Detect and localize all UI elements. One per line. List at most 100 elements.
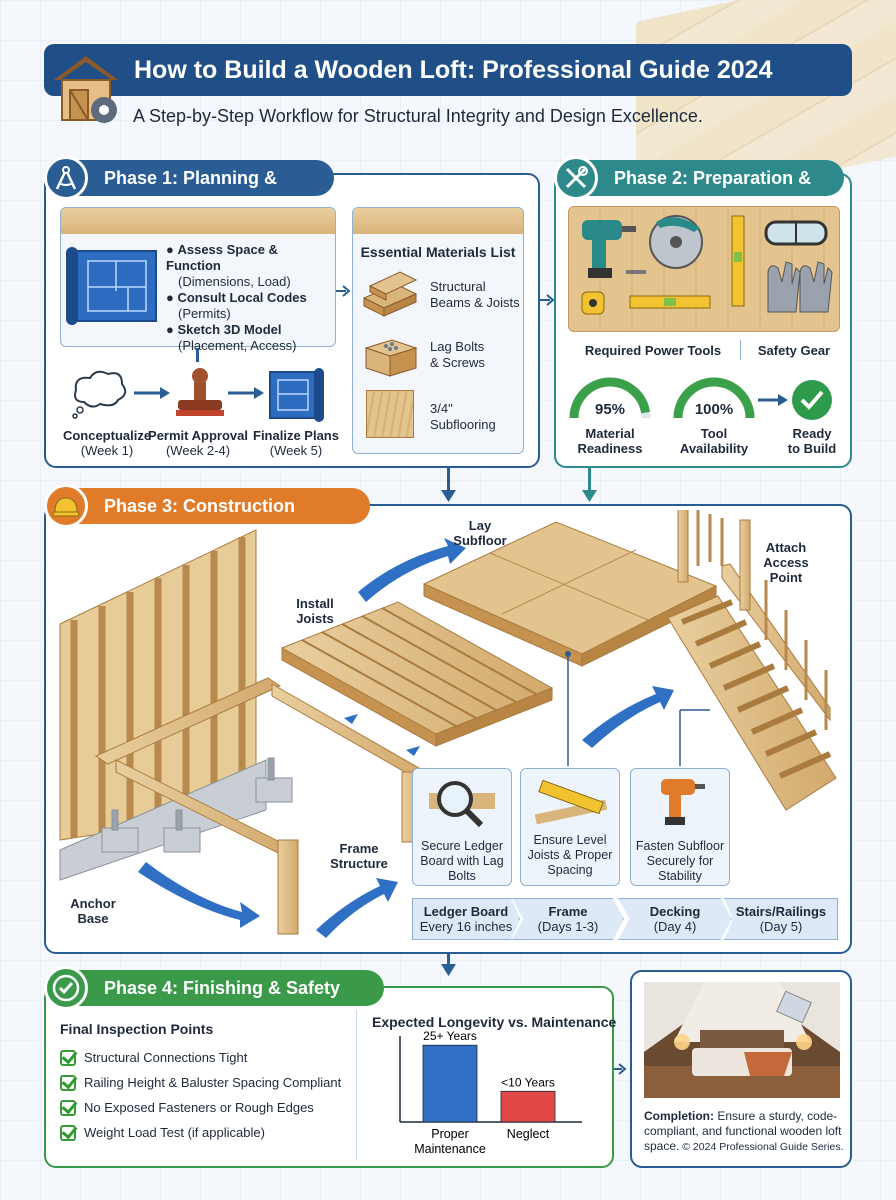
category-label: Proper xyxy=(431,1127,469,1141)
blueprint-icon xyxy=(66,247,157,325)
required-power-tools-label: Required Power Tools xyxy=(584,343,722,358)
flow-arrow xyxy=(196,348,199,362)
timeline-stairs-railings: Stairs/Railings(Day 5) xyxy=(724,898,838,940)
arrow-right-icon xyxy=(134,387,170,399)
checkbox-checked-icon xyxy=(60,1100,76,1116)
inspection-item: Railing Height & Baluster Spacing Compli… xyxy=(60,1075,341,1100)
check-circle-icon xyxy=(44,966,88,1010)
stamp-icon xyxy=(176,368,224,416)
phase2-header: Phase 2: Preparation & Tools xyxy=(558,160,844,224)
inspection-item: Weight Load Test (if applicable) xyxy=(60,1125,341,1150)
bar-data-label: <10 Years xyxy=(501,1075,555,1089)
gauge-value: 100% xyxy=(694,401,734,418)
arrow-right-icon xyxy=(614,1063,627,1075)
divider xyxy=(356,1010,357,1160)
gauge-value: 95% xyxy=(594,401,626,418)
completion-text: Completion: Ensure a sturdy, code-compli… xyxy=(644,1109,844,1153)
step-finalize-plans: Finalize Plans(Week 5) xyxy=(253,428,339,458)
phase4-panel xyxy=(44,986,614,1168)
checkbox-checked-icon xyxy=(60,1050,76,1066)
arrow-down-icon xyxy=(441,964,456,976)
safety-gear-label: Safety Gear xyxy=(757,343,831,358)
bar-data-label: 25+ Years xyxy=(423,1030,477,1043)
construction-illustration xyxy=(59,510,837,938)
arrow-right-icon xyxy=(758,394,788,406)
wood-plank xyxy=(353,208,523,234)
spirit-level-icon xyxy=(629,295,711,309)
subflooring-icon xyxy=(366,390,414,438)
thought-cloud-icon xyxy=(72,370,127,419)
wood-plank xyxy=(61,208,335,234)
planning-tasks-list: ● Assess Space & Function (Dimensions, L… xyxy=(166,242,336,354)
gauge-material-readiness xyxy=(569,377,651,419)
workflow-arrows xyxy=(138,538,674,938)
phase1-header: Phase 1: Planning & Design xyxy=(48,160,334,224)
arrow-down-icon xyxy=(582,490,597,502)
checkmark-circle-icon xyxy=(792,380,832,420)
gauge-tool-availability xyxy=(673,377,755,419)
level-icon xyxy=(731,215,745,307)
power-tools-icon xyxy=(581,215,833,315)
arrow-right-icon xyxy=(336,285,351,297)
task-item: ● Sketch 3D Model xyxy=(166,322,282,337)
category-label: Maintenance xyxy=(414,1142,486,1156)
phase4-title: Phase 4: Finishing & Safety Checks xyxy=(104,978,341,1034)
arrow-right-icon xyxy=(228,387,264,399)
page-subtitle: A Step-by-Step Workflow for Structural I… xyxy=(133,106,703,126)
task-detail: (Placement, Access) xyxy=(178,338,297,353)
subfloor-deck xyxy=(422,521,718,667)
stairs-railing xyxy=(667,510,837,811)
flow-arrow xyxy=(447,954,450,968)
flow-arrow xyxy=(588,468,591,494)
arrow-down-icon xyxy=(441,490,456,502)
loft-house-logo-icon xyxy=(54,56,118,123)
material-lag-bolts: Lag Bolts& Screws xyxy=(430,339,485,370)
drill-icon xyxy=(582,220,636,278)
box-of-bolts-icon xyxy=(364,339,418,377)
circular-saw-icon xyxy=(649,215,703,269)
bar-1 xyxy=(500,1090,556,1123)
wrench-screwdriver-icon xyxy=(554,156,598,200)
checkbox-checked-icon xyxy=(60,1075,76,1091)
phase4-header: Phase 4: Finishing & Safety Checks xyxy=(48,970,384,1034)
task-detail: (Permits) xyxy=(178,306,231,321)
level-icon xyxy=(535,779,607,825)
tape-measure-icon xyxy=(581,291,605,315)
checkbox-checked-icon xyxy=(60,1125,76,1141)
bar-0 xyxy=(422,1044,478,1123)
magnifier-icon xyxy=(429,781,495,828)
hard-hat-icon xyxy=(44,484,88,528)
drill-icon xyxy=(661,779,705,825)
material-subflooring: 3/4"Subflooring xyxy=(430,401,496,432)
phase3-header: Phase 3: Construction Workflow xyxy=(48,488,370,552)
chart-title: Expected Longevity vs. Maintenance xyxy=(372,1014,617,1030)
task-item: ● Consult Local Codes xyxy=(166,290,307,305)
step-permit-approval: Permit Approval(Week 2-4) xyxy=(148,428,248,458)
divider xyxy=(740,340,741,360)
materials-title: Essential Materials List xyxy=(360,244,516,260)
screw-icon xyxy=(626,270,646,274)
step-conceptualize: Conceptualize(Week 1) xyxy=(62,428,152,458)
inspection-list: Structural Connections Tight Railing Hei… xyxy=(60,1050,341,1150)
timeline-frame: Frame(Days 1-3) xyxy=(512,898,624,940)
page-title: How to Build a Wooden Loft: Professional… xyxy=(44,44,852,96)
phase3-title: Phase 3: Construction Workflow xyxy=(104,496,296,552)
safety-goggles-icon xyxy=(764,220,828,246)
arrow-right-icon xyxy=(540,294,555,306)
category-label: Neglect xyxy=(507,1127,550,1141)
joist-grid xyxy=(280,601,554,747)
inspection-title: Final Inspection Points xyxy=(60,1021,214,1037)
gloves-icon xyxy=(767,261,833,313)
inspection-item: No Exposed Fasteners or Rough Edges xyxy=(60,1100,341,1125)
